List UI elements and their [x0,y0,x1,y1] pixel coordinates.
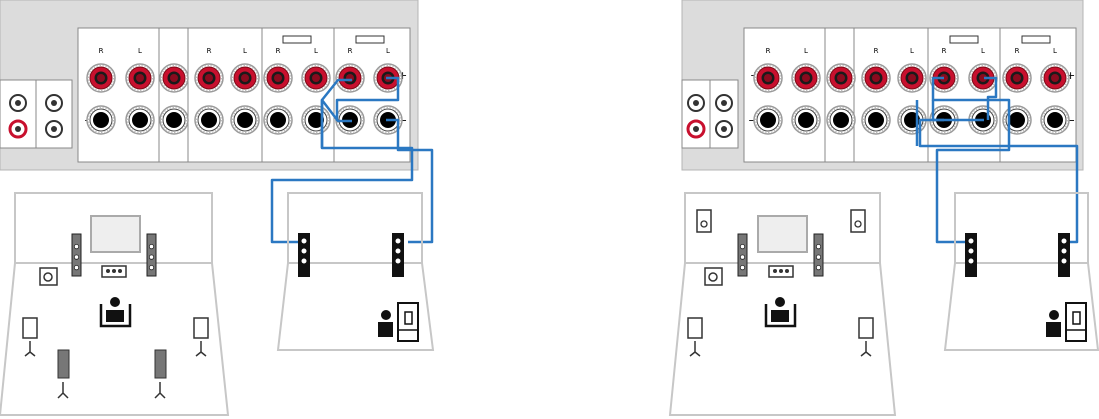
rca-jack [10,95,26,111]
plus-terminal [827,64,855,92]
right-channel-marker: R [99,47,104,55]
front-presence-right-speaker [851,210,865,232]
left-channel-marker: L [243,47,247,55]
front-left-speaker [72,234,81,276]
tv-screen [91,216,140,252]
zone-listener [1046,303,1086,341]
plus-terminal [87,64,115,92]
surround-right-speaker [194,318,208,356]
right-channel-marker: R [207,47,212,55]
front-presence-left-speaker [697,210,711,232]
speaker-terminal-block: + − + − R L R L R L R L [744,28,1076,162]
plus-terminal [1041,64,1069,92]
plus-terminal [160,64,188,92]
rca-jack [688,121,704,137]
rca-jack [688,95,704,111]
left-channel-marker: L [386,47,390,55]
minus-terminal [231,106,259,134]
minus-terminal [302,106,330,134]
minus-terminal [264,106,292,134]
zone-listener [378,303,418,341]
right-channel-marker: R [276,47,281,55]
center-speaker [769,266,793,277]
speaker-terminal-block: + − + − R L R L R L R L [78,28,410,162]
minus-terminal [195,106,223,134]
right-channel-marker: R [766,47,771,55]
plus-terminal [1003,64,1031,92]
minus-terminal [1041,106,1069,134]
surround-left-speaker [23,318,37,356]
minus-terminal [754,106,782,134]
front-right-speaker [814,234,823,276]
plus-terminal [754,64,782,92]
plus-terminal [264,64,292,92]
minus-terminal [126,106,154,134]
minus-terminal [792,106,820,134]
plus-terminal [302,64,330,92]
plus-terminal [231,64,259,92]
listener [101,297,130,326]
rca-jack [46,121,62,137]
left-channel-marker: L [981,47,985,55]
tv-screen [758,216,807,252]
center-speaker [102,266,126,277]
left-channel-marker: L [804,47,808,55]
left-channel-marker: L [314,47,318,55]
zone-speaker-left [392,233,404,277]
minus-terminal [827,106,855,134]
right-channel-marker: R [1015,47,1020,55]
rca-block [0,80,72,148]
right-channel-marker: R [874,47,879,55]
rca-block [682,80,738,148]
listener [766,297,795,326]
zone-speaker-right [965,233,977,277]
plus-terminal [126,64,154,92]
plus-terminal [195,64,223,92]
front-right-speaker [147,234,156,276]
zone-speaker-left [1058,233,1070,277]
surround-back-right-speaker [155,350,166,398]
subwoofer [40,268,57,285]
right-channel-marker: R [348,47,353,55]
plus-terminal [862,64,890,92]
diagram-right: + − + − R L R L R L R L [670,0,1098,415]
rca-jack [10,121,26,137]
plus-terminal [336,64,364,92]
left-channel-marker: L [910,47,914,55]
plus-terminal [792,64,820,92]
rca-jack [46,95,62,111]
minus-terminal [87,106,115,134]
left-channel-marker: L [1053,47,1057,55]
right-channel-marker: R [942,47,947,55]
zone-speaker-right [298,233,310,277]
surround-right-speaker [859,318,873,356]
rca-jack [716,121,732,137]
front-left-speaker [738,234,747,276]
subwoofer [705,268,722,285]
rca-jack [716,95,732,111]
diagram-left: + − + − R L R L R L R L [0,0,433,415]
surround-back-left-speaker [58,350,69,398]
minus-terminal [862,106,890,134]
minus-terminal [1003,106,1031,134]
plus-terminal [898,64,926,92]
surround-left-speaker [688,318,702,356]
minus-terminal [160,106,188,134]
left-channel-marker: L [138,47,142,55]
